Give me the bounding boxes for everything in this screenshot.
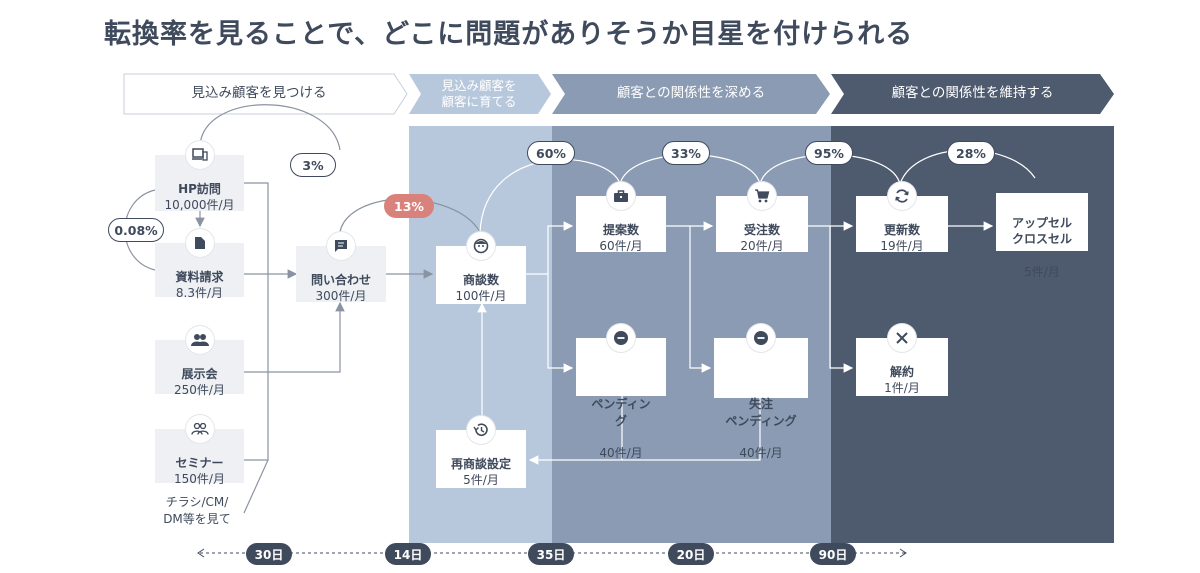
rate-pill-2: 3%: [290, 153, 336, 177]
rate-pill-3: 13%: [384, 194, 434, 218]
people-icon: [185, 326, 214, 354]
node-renewals: 更新数 19件/月: [856, 182, 948, 254]
node-cancellation: 解約 1件/月: [856, 324, 948, 396]
node-value: 60件/月: [599, 239, 643, 254]
days-pill-1: 30日: [246, 543, 292, 565]
briefcase-icon: [607, 182, 635, 210]
stage-arrow-1: [123, 73, 408, 115]
chat-icon: [327, 232, 355, 260]
node-value: 250件/月: [174, 383, 225, 398]
face-icon: [467, 232, 495, 260]
node-name: ペンディン グ: [591, 397, 651, 428]
stage-label-2: 見込み顧客を 顧客に育てる: [441, 77, 517, 109]
days-pill-5: 90日: [810, 543, 856, 565]
node-name: 受注数: [743, 223, 780, 237]
node-name: セミナー: [175, 456, 224, 470]
node-name: 商談数: [462, 273, 499, 287]
node-value: 40件/月: [599, 445, 643, 460]
node-name: アップセル クロスセル: [1011, 216, 1072, 247]
node-inquiry: 問い合わせ 300件/月: [296, 232, 386, 304]
days-pill-4: 20日: [668, 543, 714, 565]
stage-label-1: 見込み顧客を見つける: [191, 85, 327, 102]
close-icon: [888, 324, 916, 352]
node-value: 40件/月: [739, 445, 783, 460]
node-proposals: 提案数 60件/月: [576, 182, 666, 254]
device-icon: [185, 141, 214, 169]
node-value: 19件/月: [880, 239, 924, 254]
node-orders: 受注数 20件/月: [716, 182, 808, 254]
node-name: 解約: [889, 365, 914, 379]
node-value: 1件/月: [884, 381, 920, 396]
stage-label-3: 顧客との関係性を深める: [616, 85, 766, 102]
node-value: 8.3件/月: [175, 286, 224, 301]
rate-pill-5: 33%: [662, 141, 710, 165]
rate-pill-1: 0.08%: [108, 218, 164, 242]
minus-circle-icon: [747, 324, 775, 352]
node-upsell: アップセル クロスセル 5件/月: [996, 193, 1088, 279]
rate-pill-7: 28%: [947, 141, 995, 165]
days-pill-2: 14日: [385, 543, 431, 565]
node-name: HP訪問: [178, 182, 221, 196]
days-pill-3: 35日: [528, 543, 574, 565]
stage-arrow-2: [409, 74, 551, 114]
cart-icon: [748, 182, 776, 210]
node-name: 資料請求: [175, 270, 224, 284]
node-value: 100件/月: [455, 289, 507, 304]
stage-label-4: 顧客との関係性を維持する: [891, 85, 1054, 102]
other-channels-note: チラシ/CM/ DM等を見て: [163, 495, 231, 526]
node-value: 5件/月: [463, 473, 499, 488]
node-name: 更新数: [883, 223, 920, 237]
node-reschedule: 再商談設定 5件/月: [436, 416, 526, 488]
stage-arrow-3: [552, 74, 830, 114]
node-value: 20件/月: [740, 239, 784, 254]
node-deals: 商談数 100件/月: [436, 232, 526, 304]
node-name: 再商談設定: [450, 457, 511, 471]
node-name: 提案数: [602, 223, 639, 237]
stage-arrow-4: [831, 74, 1114, 114]
node-name: 失注 ペンディング: [725, 397, 797, 428]
node-hp-visit: HP訪問 10,000件/月: [155, 141, 244, 213]
node-name: 問い合わせ: [310, 273, 371, 287]
node-document-request: 資料請求 8.3件/月: [155, 229, 244, 301]
zone-deepen: [552, 126, 831, 543]
rate-pill-6: 95%: [805, 141, 853, 165]
node-pending: ペンディン グ 40件/月: [576, 324, 666, 460]
node-lost-pending: 失注 ペンディング 40件/月: [714, 324, 808, 460]
history-icon: [467, 416, 495, 444]
page-title: 転換率を見ることで、どこに問題がありそうか目星を付けられる: [104, 19, 914, 50]
document-icon: [185, 229, 214, 257]
node-exhibition: 展示会 250件/月: [155, 326, 244, 398]
node-value: 10,000件/月: [164, 198, 235, 213]
node-value: 150件/月: [174, 472, 225, 487]
refresh-icon: [888, 182, 916, 210]
node-seminar: セミナー 150件/月: [155, 415, 244, 487]
rate-pill-4: 60%: [527, 141, 575, 165]
node-value: 5件/月: [1024, 264, 1060, 279]
minus-circle-icon: [607, 324, 635, 352]
node-value: 300件/月: [315, 289, 367, 304]
node-name: 展示会: [181, 367, 218, 381]
people-outline-icon: [185, 415, 214, 443]
